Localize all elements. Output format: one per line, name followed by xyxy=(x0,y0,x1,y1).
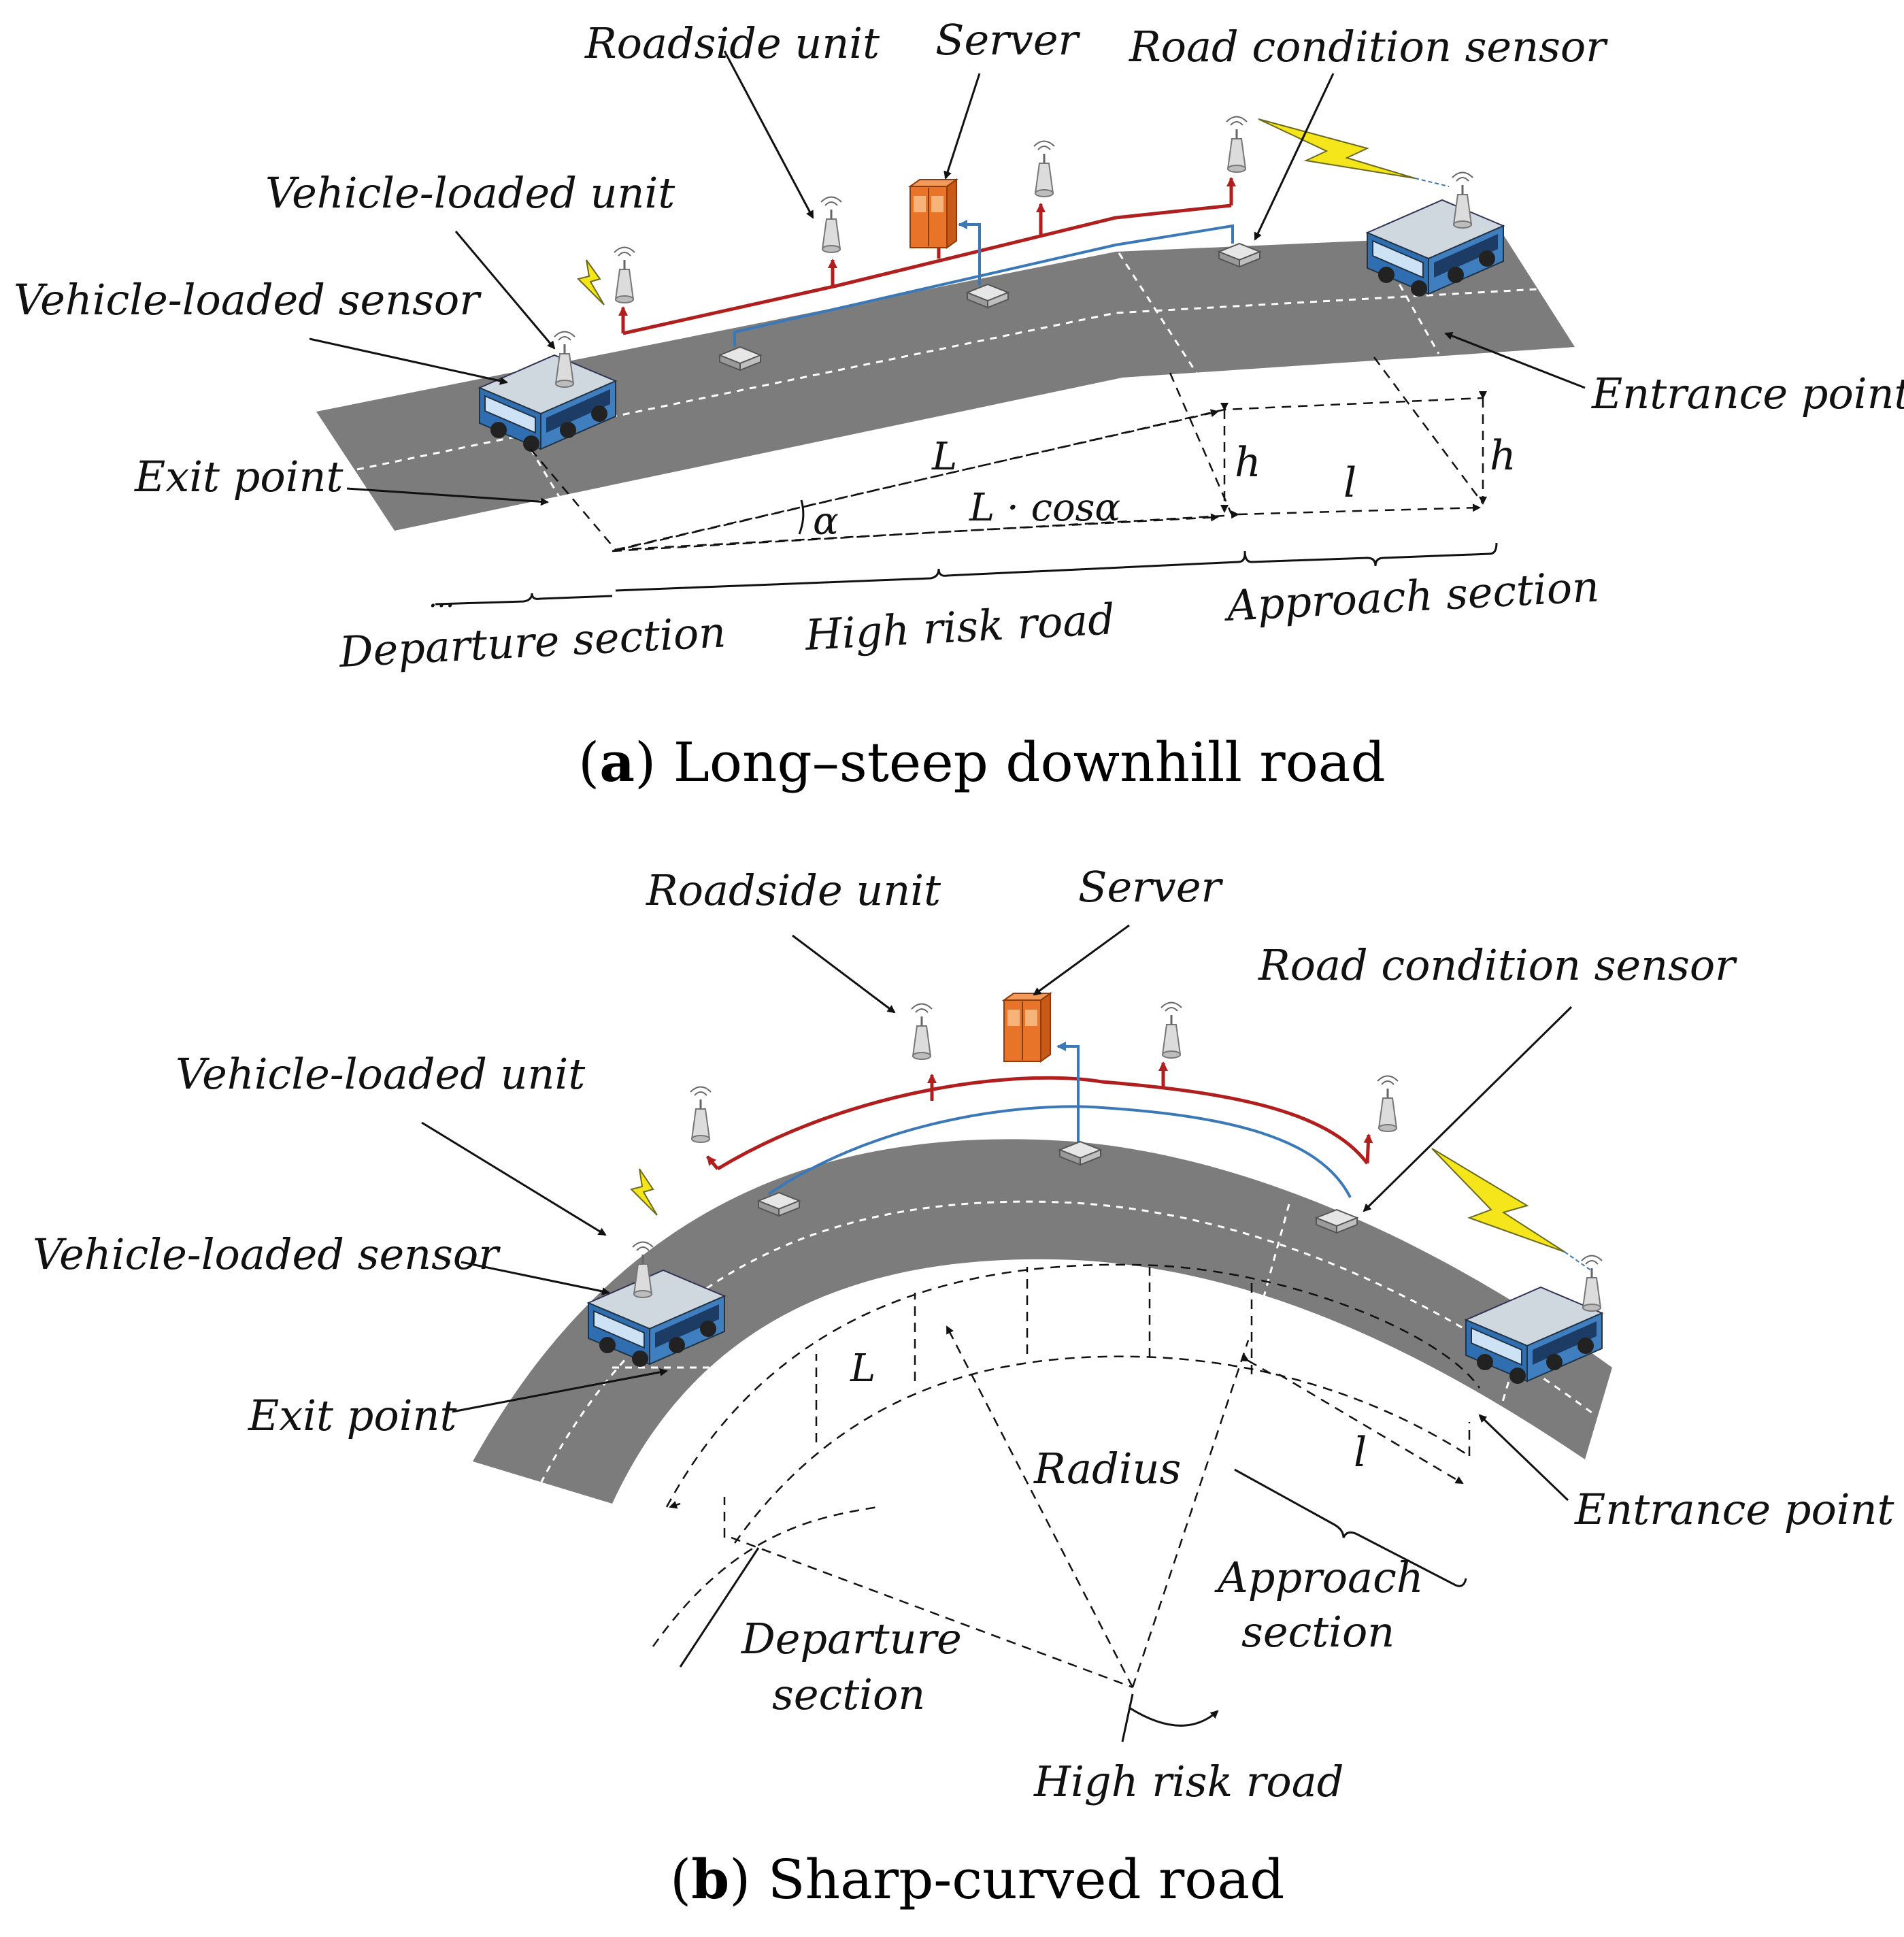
label-vehicle-loaded-unit: Vehicle-loaded unit xyxy=(176,1049,585,1099)
vehicle-link-red xyxy=(622,203,1232,335)
roadside-antenna-icon xyxy=(1225,116,1248,173)
label-road-condition-sensor: Road condition sensor xyxy=(1258,940,1737,990)
label-high-risk-road: High risk road xyxy=(803,594,1116,660)
roadside-antenna-icon xyxy=(689,1086,712,1144)
roadside-antenna-icon xyxy=(1033,140,1056,198)
panel-b: Roadside unit Server Road condition sens… xyxy=(33,862,1894,1911)
sensor-link-blue xyxy=(767,1105,1352,1198)
label-server: Server xyxy=(1078,862,1224,912)
brace-high-risk xyxy=(615,553,1246,592)
symbol-L: L xyxy=(850,1346,875,1391)
label-entrance-point: Entrance point xyxy=(1574,1485,1894,1534)
exit-line xyxy=(529,448,573,518)
symbol-L-cos: L · cosα xyxy=(969,486,1120,530)
label-roadside-unit: Roadside unit xyxy=(584,18,880,68)
symbol-h: h xyxy=(1235,439,1261,486)
label-vehicle-loaded-sensor: Vehicle-loaded sensor xyxy=(33,1229,501,1279)
symbol-alpha: α xyxy=(813,499,839,544)
caption-b: (b) Sharp-curved road xyxy=(670,1847,1284,1911)
label-vehicle-loaded-sensor: Vehicle-loaded sensor xyxy=(14,275,482,325)
brace-approach xyxy=(1243,542,1498,567)
label-vehicle-loaded-unit: Vehicle-loaded unit xyxy=(265,168,675,218)
lightning-icon xyxy=(1431,1148,1565,1253)
lightning-icon xyxy=(577,259,605,305)
panel-a: Roadside unit Server Road condition sens… xyxy=(14,15,1904,794)
roadside-antenna-icon xyxy=(1376,1075,1399,1133)
label-exit-point: Exit point xyxy=(134,452,343,501)
label-departure-section: Departure xyxy=(741,1614,962,1663)
symbol-l: l xyxy=(1343,459,1356,507)
roadside-antenna-icon xyxy=(820,196,843,254)
ellipsis: ... xyxy=(429,582,454,614)
label-departure-section-2: section xyxy=(772,1670,925,1719)
brace-approach xyxy=(1234,1468,1467,1587)
label-server: Server xyxy=(935,15,1081,65)
vehicle-antenna-icon xyxy=(1451,171,1474,229)
server-cabinet-icon xyxy=(909,179,957,248)
boundary-line xyxy=(1247,1204,1290,1355)
sensor-link-blue xyxy=(733,224,1234,347)
lightning-icon xyxy=(630,1168,658,1216)
label-road-condition-sensor: Road condition sensor xyxy=(1129,22,1608,71)
roadside-antenna-icon xyxy=(613,246,636,304)
symbol-l: l xyxy=(1354,1429,1367,1476)
roadside-antenna-icon xyxy=(1160,1001,1183,1059)
label-approach-section: Approach xyxy=(1214,1553,1424,1602)
label-exit-point: Exit point xyxy=(248,1391,456,1440)
curved-road xyxy=(473,1139,1612,1504)
server-cabinet-icon xyxy=(1003,993,1051,1062)
symbol-h: h xyxy=(1490,432,1516,480)
caption-a: (a) Long–steep downhill road xyxy=(578,730,1386,794)
label-high-risk-road: High risk road xyxy=(1033,1757,1343,1806)
label-approach-section-2: section xyxy=(1241,1607,1394,1657)
downhill-road xyxy=(316,235,1575,531)
boundary-line xyxy=(1118,252,1199,375)
lightning-icon xyxy=(1258,118,1416,179)
label-entrance-point: Entrance point xyxy=(1591,369,1904,418)
brace-departure xyxy=(435,593,613,606)
label-departure-section: Departure section xyxy=(337,607,727,677)
vehicle-link-red xyxy=(716,1076,1369,1171)
label-approach-section: Approach section xyxy=(1222,561,1601,631)
roadside-antenna-icon xyxy=(910,1003,933,1061)
label-radius: Radius xyxy=(1033,1444,1181,1493)
symbol-L: L xyxy=(931,435,957,479)
entrance-line xyxy=(1373,239,1440,354)
label-roadside-unit: Roadside unit xyxy=(646,865,941,915)
vehicle-antenna-icon xyxy=(1580,1255,1603,1312)
